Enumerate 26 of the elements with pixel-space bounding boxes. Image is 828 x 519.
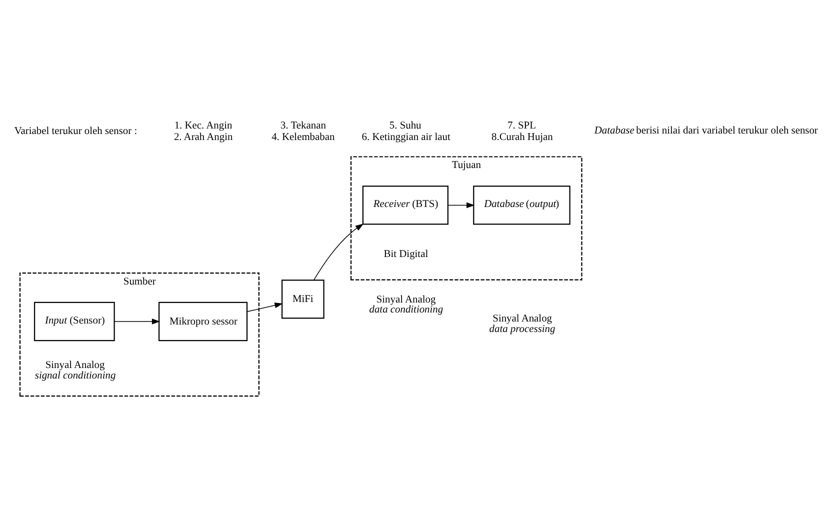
label: 3. Tekanan <box>280 120 326 132</box>
label: data conditioning <box>369 304 444 316</box>
label: Variabel terukur oleh sensor : <box>14 126 138 137</box>
node-box: MiFi <box>281 279 324 318</box>
node-box: Mikropro sessor <box>158 301 248 341</box>
label: 2. Arah Angin <box>174 131 233 142</box>
label: signal conditioning <box>34 370 116 381</box>
label: 8.Curah Hujan <box>492 131 553 142</box>
label: Sinyal Analog <box>376 294 436 305</box>
node-box: Database (output) <box>473 185 570 224</box>
label: Database berisi nilai dari variabel terukur oleh sensor <box>594 124 818 136</box>
label: Bit Digital <box>384 248 428 260</box>
label: Sinyal Analog <box>45 359 105 370</box>
node-box: Input (Sensor) <box>34 301 115 341</box>
label: 1. Kec. Angin <box>174 120 232 132</box>
node-box: Receiver (BTS) <box>362 185 448 224</box>
label: data processing <box>489 324 556 335</box>
label: Sinyal Analog <box>492 313 552 324</box>
label: 4. Kelembaban <box>272 131 335 142</box>
label: 6. Ketinggian air laut <box>362 131 450 142</box>
arrow <box>114 318 160 324</box>
arrow <box>448 202 475 208</box>
label: 5. Suhu <box>389 120 422 132</box>
arrow <box>246 302 283 312</box>
arrow <box>314 223 364 280</box>
label: 7. SPL <box>508 120 536 132</box>
